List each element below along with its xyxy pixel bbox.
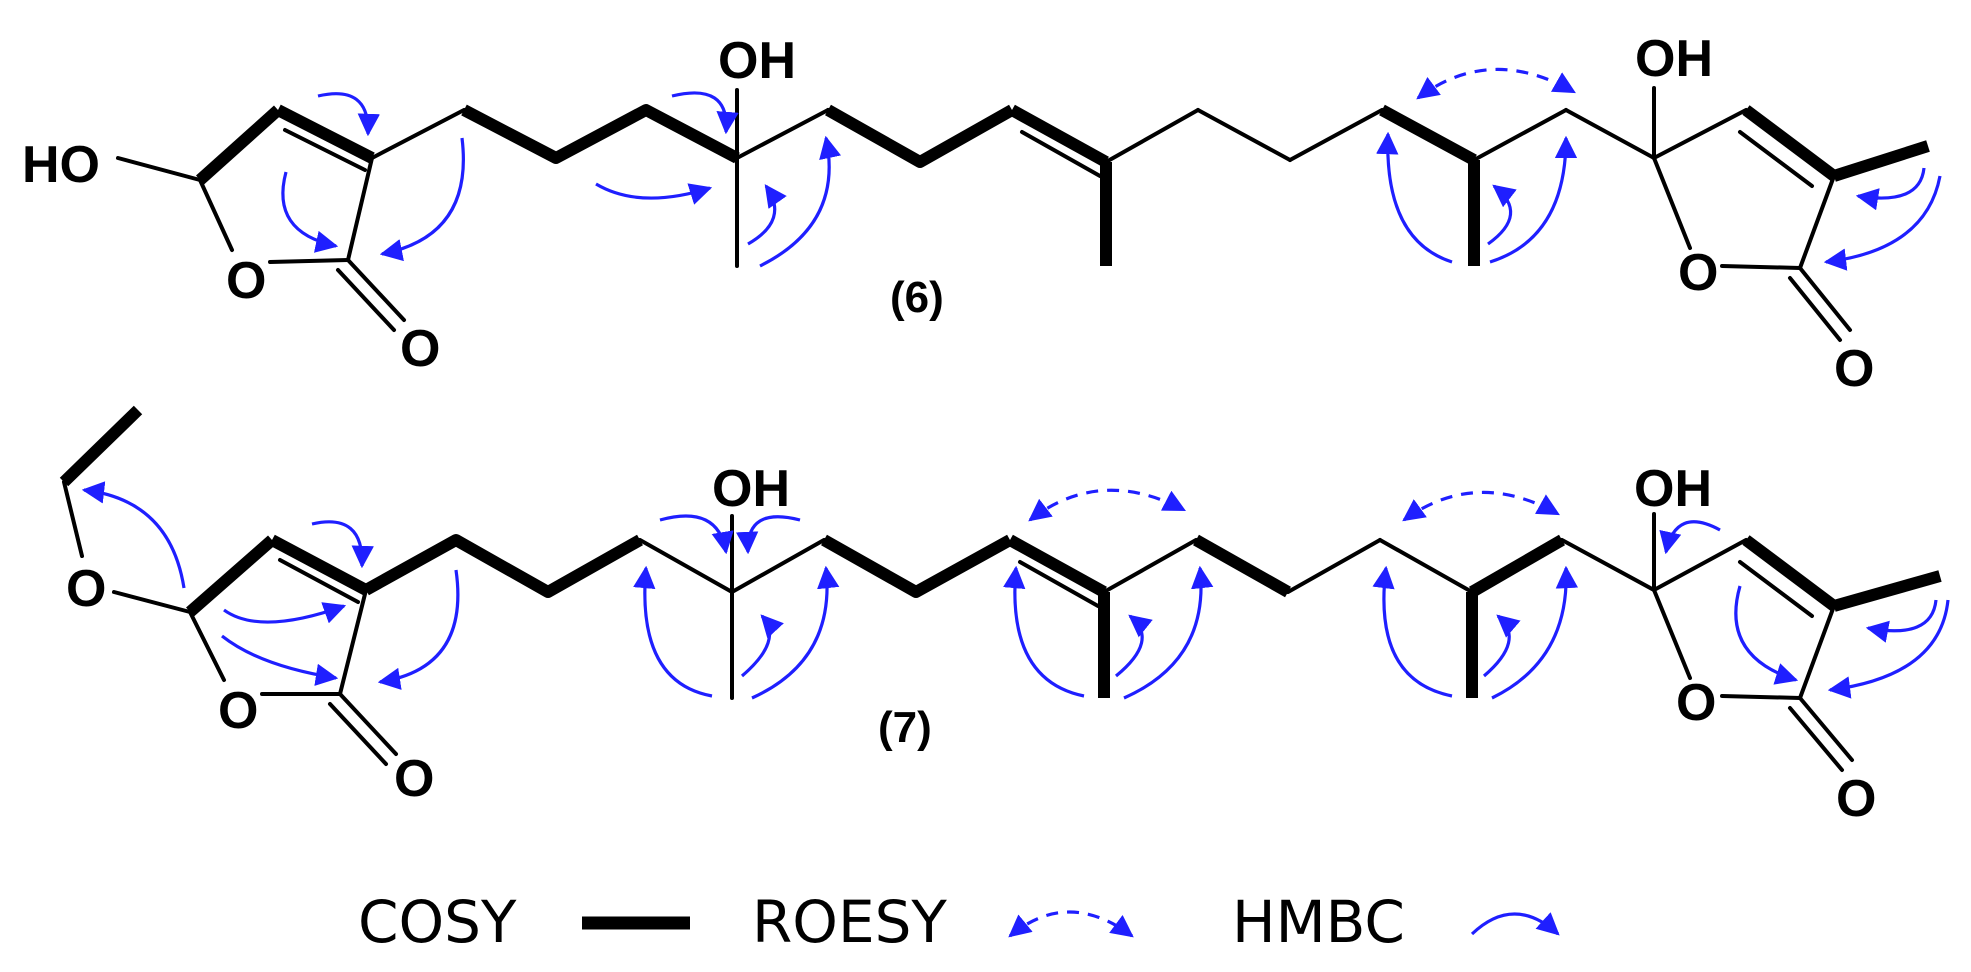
compound-7-oh-mid: OH	[712, 460, 790, 518]
legend-cosy-label: COSY	[358, 888, 517, 956]
compound-6-ho-left: HO	[22, 136, 100, 194]
compound-7-right-lactone-ring	[1652, 512, 1942, 772]
compound-7-ring-o-right: O	[1676, 674, 1716, 732]
compound-7-main-chain	[363, 514, 1656, 700]
compound-6-oh-right: OH	[1635, 30, 1713, 88]
compound-6-ring-o-right: O	[1678, 244, 1718, 302]
compound-7-ring-o-left: O	[218, 682, 258, 740]
compound-7-roesy-arrows	[1028, 488, 1560, 522]
compound-6-ring-o-left: O	[226, 252, 266, 310]
legend-roesy-label: ROESY	[752, 888, 947, 956]
compound-7-carbonyl-o-right: O	[1836, 770, 1876, 828]
compound-6-left-lactone-ring	[116, 104, 406, 332]
legend-hmbc-label: HMBC	[1232, 888, 1405, 956]
compound-6-structure: HO O O OH OH O O (6)	[22, 30, 1942, 398]
compound-7-left-lactone-ring	[186, 534, 398, 766]
compound-6-carbonyl-o-left: O	[400, 320, 440, 378]
compound-6-oh-mid: OH	[718, 32, 796, 90]
compound-6-right-lactone-ring	[1652, 86, 1930, 342]
compound-6-label: (6)	[890, 273, 944, 322]
compound-6-carbonyl-o-right: O	[1834, 340, 1874, 398]
compound-7-structure: O O O OH OH O O (7)	[59, 405, 1950, 828]
compound-7-carbonyl-o-left: O	[394, 750, 434, 808]
compound-7-ethoxy-group	[59, 405, 192, 614]
legend-roesy-dashed-arrow	[1008, 910, 1134, 938]
compound-7-label: (7)	[878, 703, 932, 752]
compound-6-main-chain	[370, 88, 1656, 268]
compound-7-ether-o: O	[66, 560, 106, 618]
compound-6-hmbc-arrows	[281, 91, 1942, 271]
legend: COSY ROESY HMBC	[358, 888, 1560, 956]
compound-7-hmbc-arrows	[81, 481, 1950, 700]
compound-6-roesy-arrows	[1416, 67, 1576, 100]
compound-7-oh-right: OH	[1634, 460, 1712, 518]
legend-hmbc-arrow	[1470, 912, 1560, 936]
